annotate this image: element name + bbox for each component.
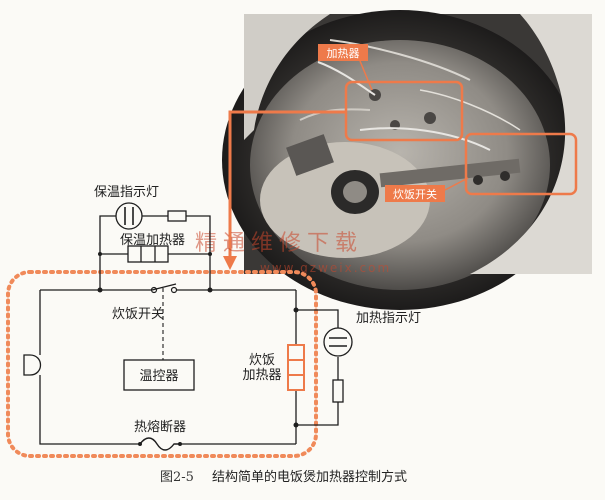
label-cook-heater-1: 炊饭 — [249, 353, 275, 368]
label-keep-warm-heater: 保温加热器 — [120, 233, 185, 248]
junction-dots — [97, 252, 299, 428]
photo-connector-arrow — [228, 110, 346, 262]
circuit-frame — [6, 270, 318, 458]
watermark-text: 精通维修下载 — [195, 231, 363, 256]
keep-warm-resistor — [167, 210, 187, 222]
label-cook-heater-2: 加热器 — [242, 368, 281, 383]
circuit-wires — [39, 215, 339, 445]
heat-indicator-lamp — [323, 327, 353, 357]
caption-figure-number: 图2-5 — [160, 470, 194, 485]
caption-title: 结构简单的电饭煲加热器控制方式 — [212, 469, 407, 485]
keep-warm-lamp — [115, 202, 143, 230]
thermostat-box — [123, 359, 195, 391]
cook-heater — [287, 344, 305, 391]
label-thermal-fuse: 热熔断器 — [134, 420, 186, 435]
rice-cooker-photo — [222, 10, 592, 310]
label-heat-lamp: 加热指示灯 — [356, 311, 421, 326]
photo-heater-tag: 加热器 — [327, 47, 360, 60]
thermal-fuse — [139, 437, 180, 451]
keep-warm-heater — [127, 245, 169, 263]
watermark-url: www.gzweix.com — [260, 261, 391, 275]
heat-lamp-resistor — [332, 379, 344, 403]
power-plug — [23, 354, 42, 376]
cook-switch — [150, 283, 178, 360]
photo-switch-tag: 炊饭开关 — [393, 187, 437, 201]
label-cook-switch: 炊饭开关 — [112, 307, 164, 322]
label-keep-warm-lamp: 保温指示灯 — [94, 185, 159, 200]
label-thermostat: 温控器 — [139, 369, 178, 384]
